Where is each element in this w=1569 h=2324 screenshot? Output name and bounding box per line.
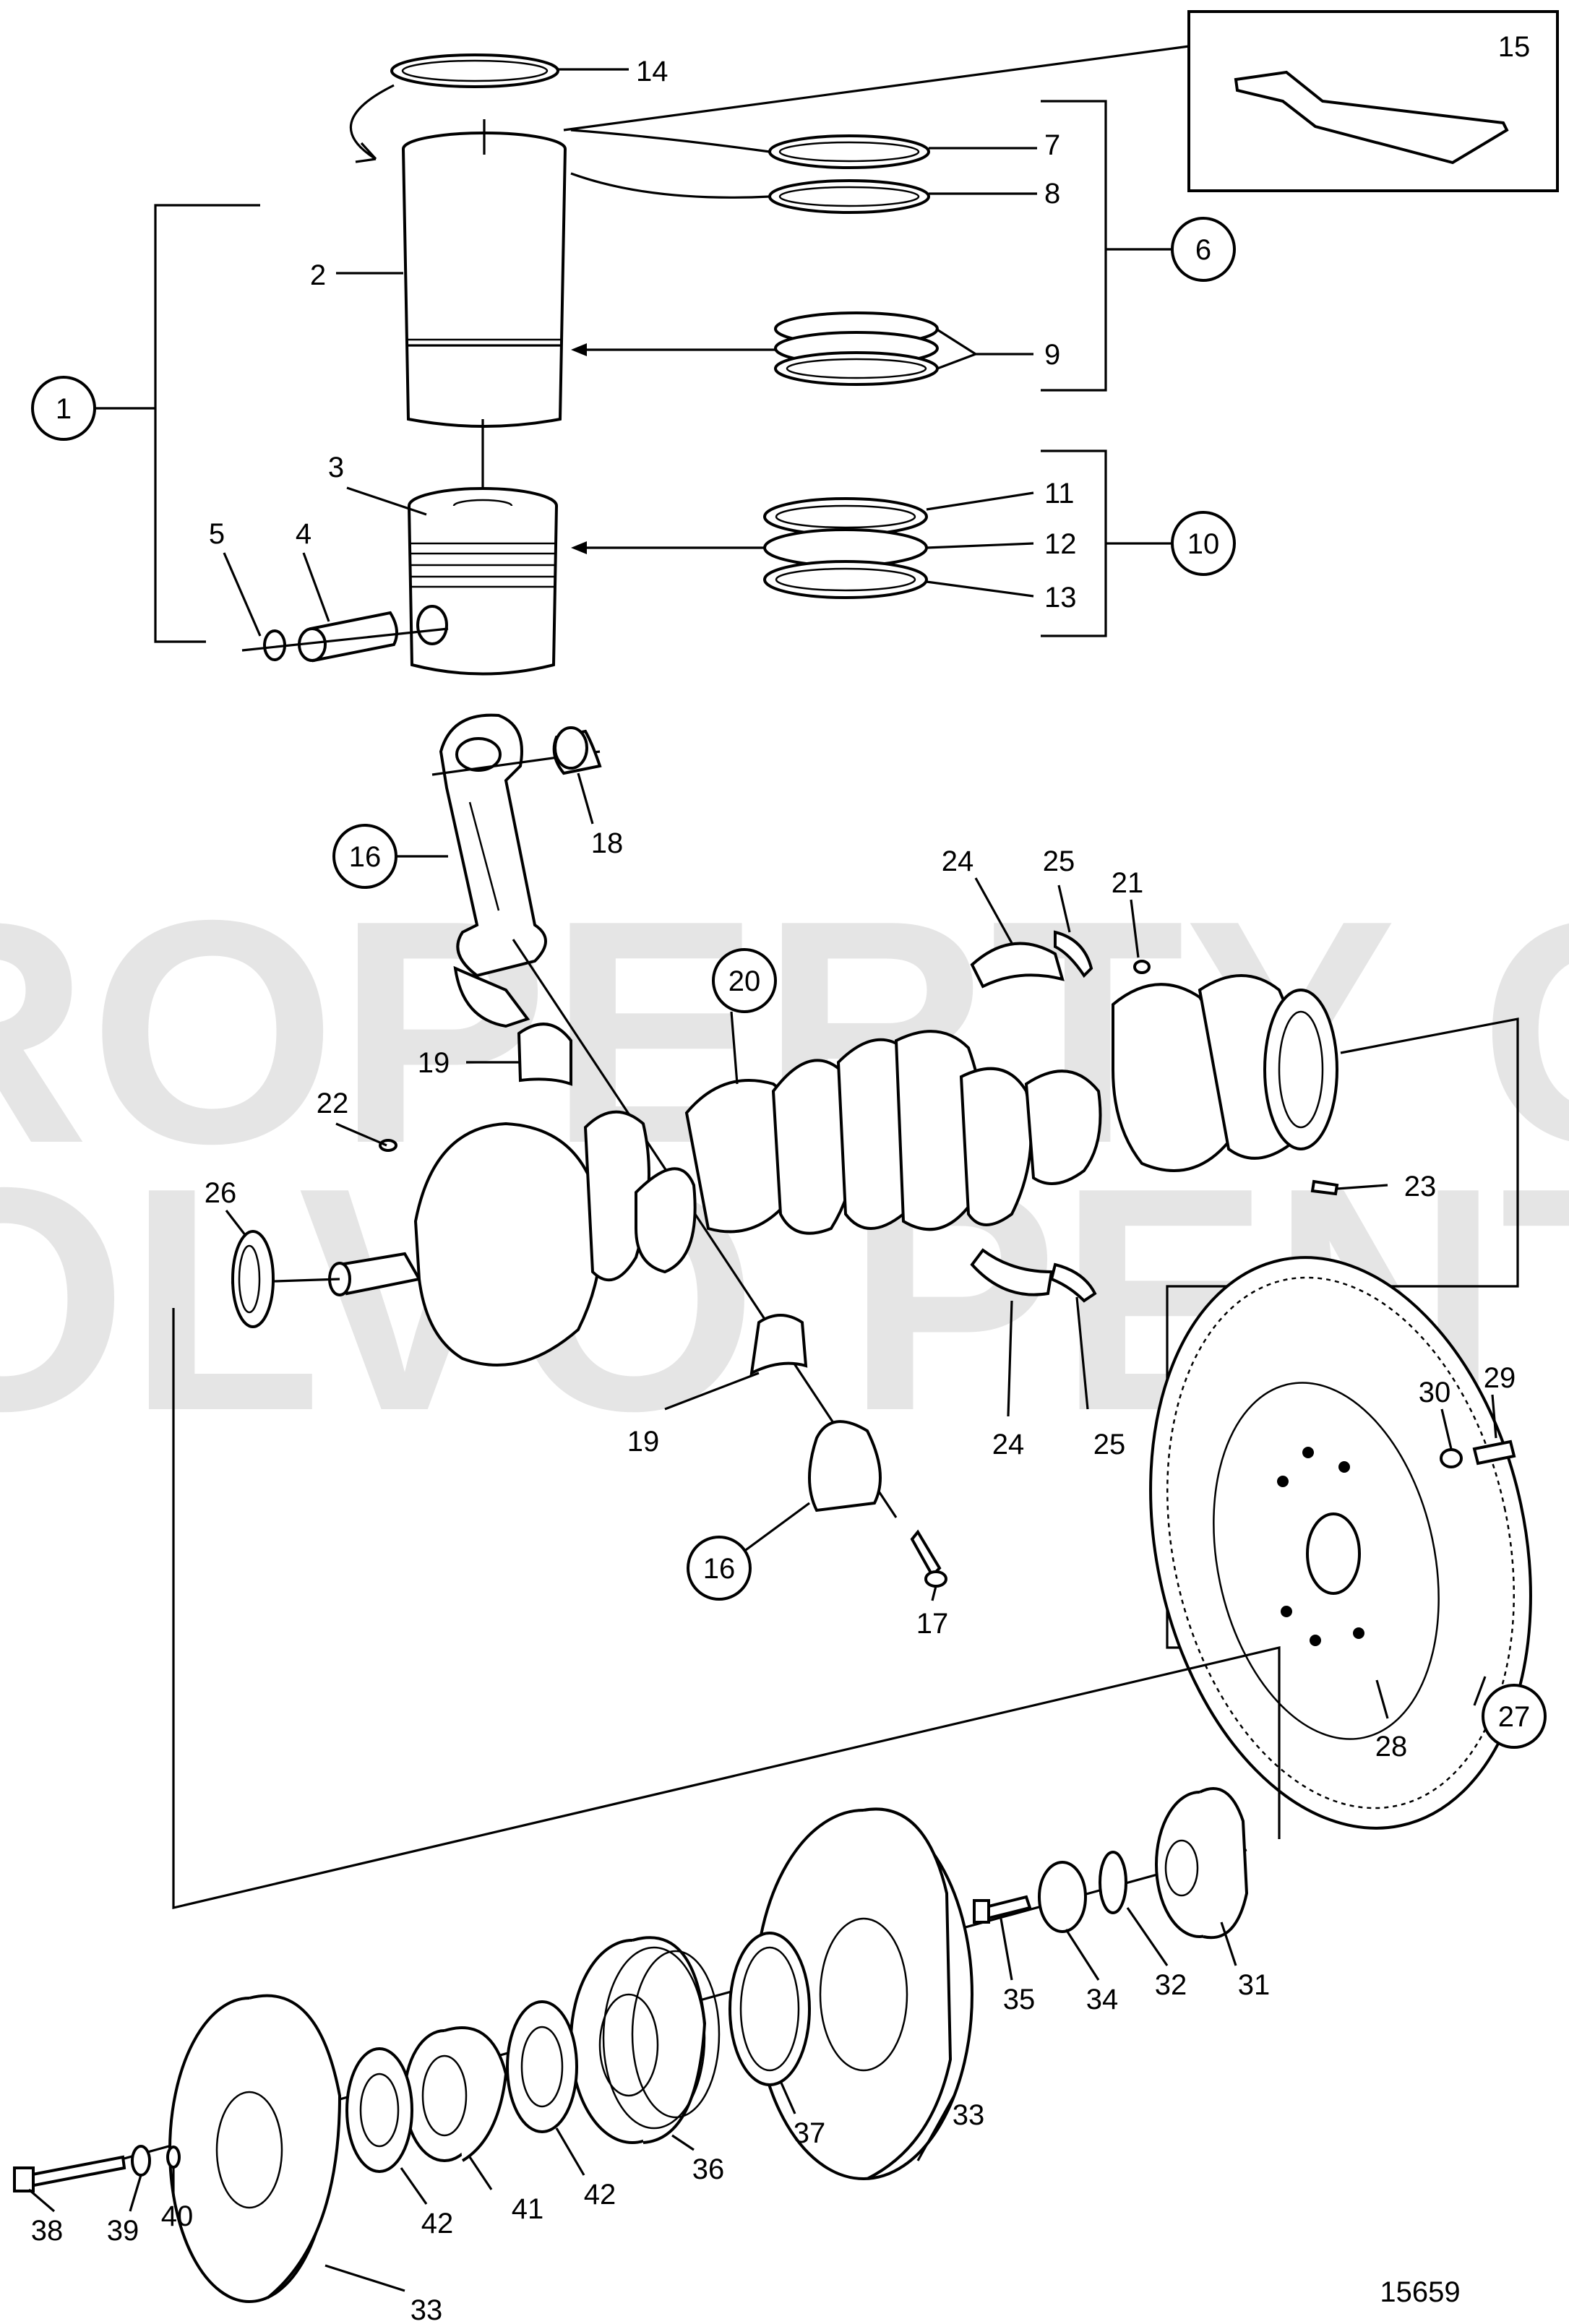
callout-11: 11 bbox=[1044, 478, 1075, 509]
pulley bbox=[569, 1936, 721, 2144]
callout-circle-1 bbox=[31, 376, 96, 441]
callout-13: 13 bbox=[1044, 582, 1077, 614]
callout-20: 20 bbox=[728, 965, 761, 997]
circled-callouts bbox=[31, 217, 1547, 1749]
callout-circle-6 bbox=[1171, 217, 1236, 282]
callout-7: 7 bbox=[1044, 129, 1060, 161]
connecting-rod bbox=[431, 713, 601, 1028]
callout-16-bottom: 16 bbox=[703, 1553, 736, 1585]
sealant-tube-box bbox=[563, 10, 1559, 192]
drawing-number: 15659 bbox=[1380, 2276, 1460, 2308]
callout-circle-16-bottom bbox=[687, 1536, 752, 1601]
callout-24-bottom: 24 bbox=[992, 1429, 1025, 1460]
screw-35 bbox=[973, 1895, 1032, 1924]
flange-42b bbox=[345, 2047, 413, 2173]
vibration-damper-rear bbox=[754, 1807, 973, 2180]
callout-2: 2 bbox=[310, 259, 326, 291]
crankshaft-gear bbox=[231, 1230, 275, 1328]
callout-26: 26 bbox=[205, 1177, 237, 1209]
vibration-damper-front bbox=[168, 1994, 342, 2303]
callout-labels: 1 2 3 4 5 6 7 8 9 10 11 12 13 14 15 16 1… bbox=[31, 31, 1531, 2324]
callout-circle-20 bbox=[712, 948, 777, 1013]
callout-18: 18 bbox=[591, 827, 624, 859]
cylinder-liner bbox=[402, 119, 567, 428]
callout-19-bottom: 19 bbox=[627, 1426, 660, 1458]
rod-bearing-shell-upper bbox=[517, 1023, 572, 1086]
callout-42-left: 42 bbox=[421, 2208, 454, 2239]
callout-23: 23 bbox=[1404, 1171, 1437, 1202]
callout-28: 28 bbox=[1375, 1731, 1408, 1763]
dowel-pins bbox=[379, 1139, 1339, 1196]
callout-1: 1 bbox=[56, 393, 72, 425]
callout-12: 12 bbox=[1044, 528, 1077, 560]
callout-30: 30 bbox=[1419, 1377, 1451, 1408]
callout-10: 10 bbox=[1187, 528, 1220, 560]
hub bbox=[1155, 1787, 1249, 1940]
callout-3: 3 bbox=[328, 452, 344, 483]
callout-35: 35 bbox=[1003, 1984, 1036, 2015]
callout-24-top: 24 bbox=[942, 845, 974, 877]
callout-circle-27 bbox=[1482, 1684, 1547, 1749]
crankshaft bbox=[231, 974, 1338, 1367]
callout-32: 32 bbox=[1155, 1969, 1187, 2001]
callout-38: 38 bbox=[31, 2215, 64, 2247]
callout-29: 29 bbox=[1484, 1362, 1516, 1394]
circlip bbox=[241, 627, 449, 661]
callout-34: 34 bbox=[1086, 1984, 1119, 2015]
rod-bushing bbox=[552, 726, 602, 775]
callout-21: 21 bbox=[1112, 867, 1144, 899]
callout-25-top: 25 bbox=[1043, 845, 1075, 877]
leader-lines bbox=[27, 68, 1497, 2292]
rod-bearing-shell-lower bbox=[749, 1314, 808, 1376]
callout-22: 22 bbox=[317, 1088, 349, 1119]
flywheel bbox=[1149, 1256, 1532, 1830]
callout-31: 31 bbox=[1238, 1969, 1271, 2001]
callout-27: 27 bbox=[1498, 1701, 1531, 1733]
callout-19-top: 19 bbox=[418, 1047, 450, 1079]
flange-42a bbox=[506, 2000, 578, 2133]
callout-4: 4 bbox=[296, 518, 311, 550]
rod-cap bbox=[808, 1420, 947, 1588]
spacer-ring bbox=[728, 1932, 811, 2086]
callout-8: 8 bbox=[1044, 178, 1060, 210]
callout-14: 14 bbox=[636, 56, 669, 87]
liner-seal-ring bbox=[349, 53, 559, 163]
callout-15: 15 bbox=[1498, 31, 1531, 63]
main-bearing-shells-upper bbox=[970, 930, 1151, 989]
callout-16-top: 16 bbox=[349, 841, 382, 873]
bracket-10 bbox=[1041, 449, 1172, 637]
callout-42-right: 42 bbox=[584, 2179, 616, 2211]
callout-9: 9 bbox=[1044, 339, 1060, 371]
key-washer bbox=[1038, 1851, 1127, 1933]
callout-6: 6 bbox=[1195, 234, 1211, 266]
rod-axis-line bbox=[512, 939, 898, 1518]
callout-25-bottom: 25 bbox=[1093, 1429, 1126, 1460]
callout-41: 41 bbox=[512, 2193, 544, 2225]
bracket-1 bbox=[94, 204, 260, 643]
hub-41 bbox=[403, 2026, 508, 2162]
callout-40: 40 bbox=[161, 2200, 194, 2232]
piston bbox=[408, 487, 558, 676]
bracket-6 bbox=[1041, 100, 1172, 392]
callout-circle-16-top bbox=[332, 824, 397, 889]
liner-o-rings bbox=[570, 129, 939, 386]
pulley-bracket bbox=[172, 1308, 1281, 1910]
callout-39: 39 bbox=[107, 2215, 139, 2247]
callout-33-rear: 33 bbox=[953, 2099, 985, 2131]
callout-5: 5 bbox=[209, 518, 225, 550]
piston-rings bbox=[571, 497, 928, 599]
callout-17: 17 bbox=[916, 1608, 949, 1640]
callout-33-front: 33 bbox=[410, 2294, 443, 2324]
callout-37: 37 bbox=[794, 2117, 826, 2149]
bolt-38 bbox=[13, 2145, 181, 2192]
callout-circle-10 bbox=[1171, 511, 1236, 576]
callout-36: 36 bbox=[692, 2153, 725, 2185]
main-bearing-shells-lower bbox=[970, 1248, 1097, 1303]
